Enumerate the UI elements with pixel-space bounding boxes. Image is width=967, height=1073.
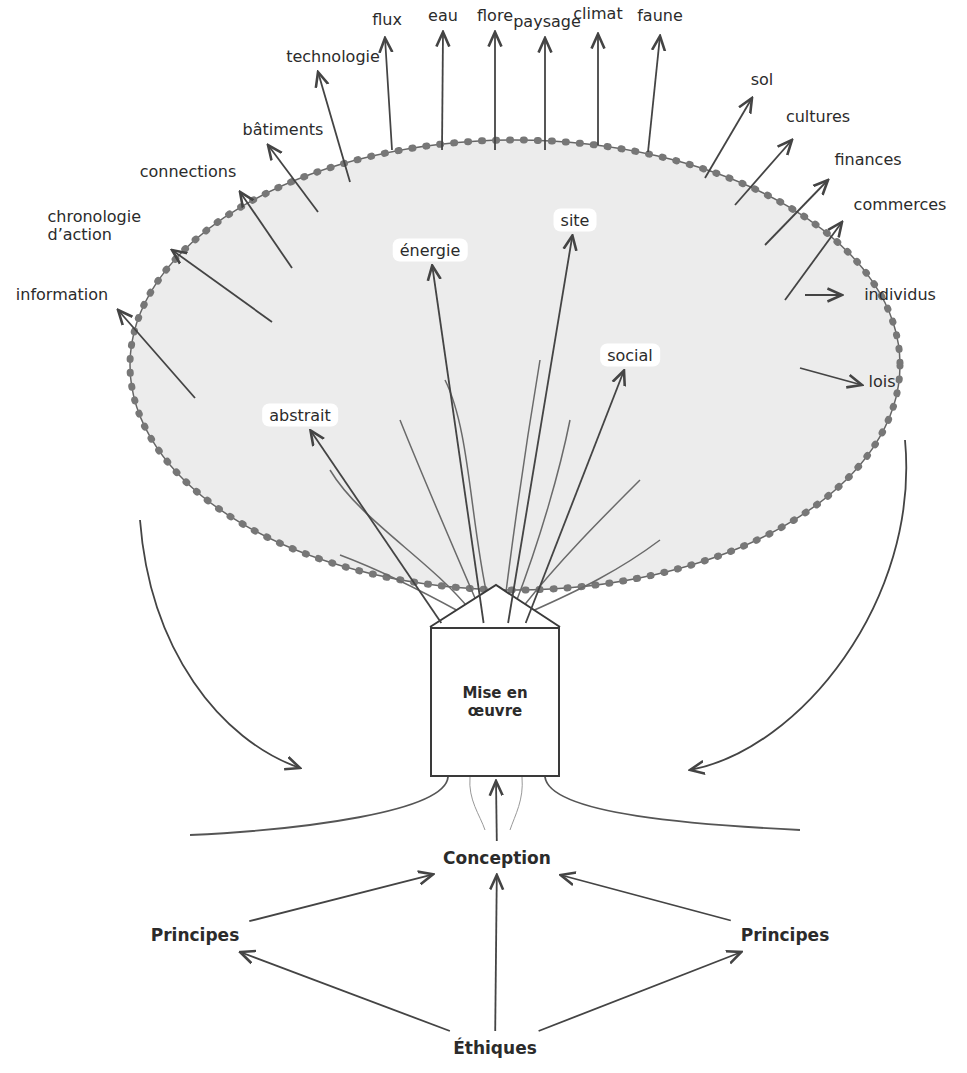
aspect-label: faune [637,7,683,25]
trunk [190,777,800,835]
flow-arrow [249,874,433,921]
aspect-label: eau [428,7,458,25]
flow-arrow [526,371,624,624]
branch-label: site [554,209,597,232]
node-text: Éthiques [453,1038,537,1058]
flow-arrow [495,781,498,841]
aspect-label: commerces [854,196,947,214]
aspect-label: individus [864,286,936,304]
aspect-label: connections [140,163,237,181]
node-text: site [561,211,590,230]
aspect-label: flore [477,7,513,25]
flow-arrow [432,266,483,624]
branch-label: social [600,344,660,367]
aspect-label: lois [868,373,895,391]
aspect-label: finances [834,151,901,169]
flow-arrow [539,952,742,1031]
flow-arrow [240,952,450,1031]
stage-label: Éthiques [447,1035,543,1061]
flow-arrow [495,875,497,1031]
house-box: Mise en œuvre [430,627,560,777]
aspect-label: bâtiments [243,121,324,139]
aspect-label: information [16,286,108,304]
branch-label: énergie [393,239,468,262]
aspect-label: climat [573,5,622,23]
stage-label: Principes [735,922,836,948]
node-text: Mise en œuvre [438,684,552,720]
branch-label: abstrait [262,404,338,427]
stage-label: Conception [437,845,557,871]
node-text: Principes [741,925,830,945]
flow-arrow [311,431,442,624]
outer-arrows [118,32,862,398]
node-text: Principes [151,925,240,945]
stage-label: Principes [145,922,246,948]
node-text: abstrait [269,406,331,425]
node-text: énergie [400,241,461,260]
aspect-label: sol [751,71,774,89]
aspect-label: flux [372,11,402,29]
aspect-label: cultures [786,108,850,126]
node-text: social [607,346,653,365]
aspect-label: paysage [513,13,581,31]
roof [430,585,560,627]
node-text: Conception [443,848,551,868]
aspect-label: technologie [286,48,380,66]
flow-arrow [508,236,572,624]
flow-arrow [561,875,731,921]
aspect-label: chronologie d’action [48,208,173,245]
branches [330,360,660,612]
